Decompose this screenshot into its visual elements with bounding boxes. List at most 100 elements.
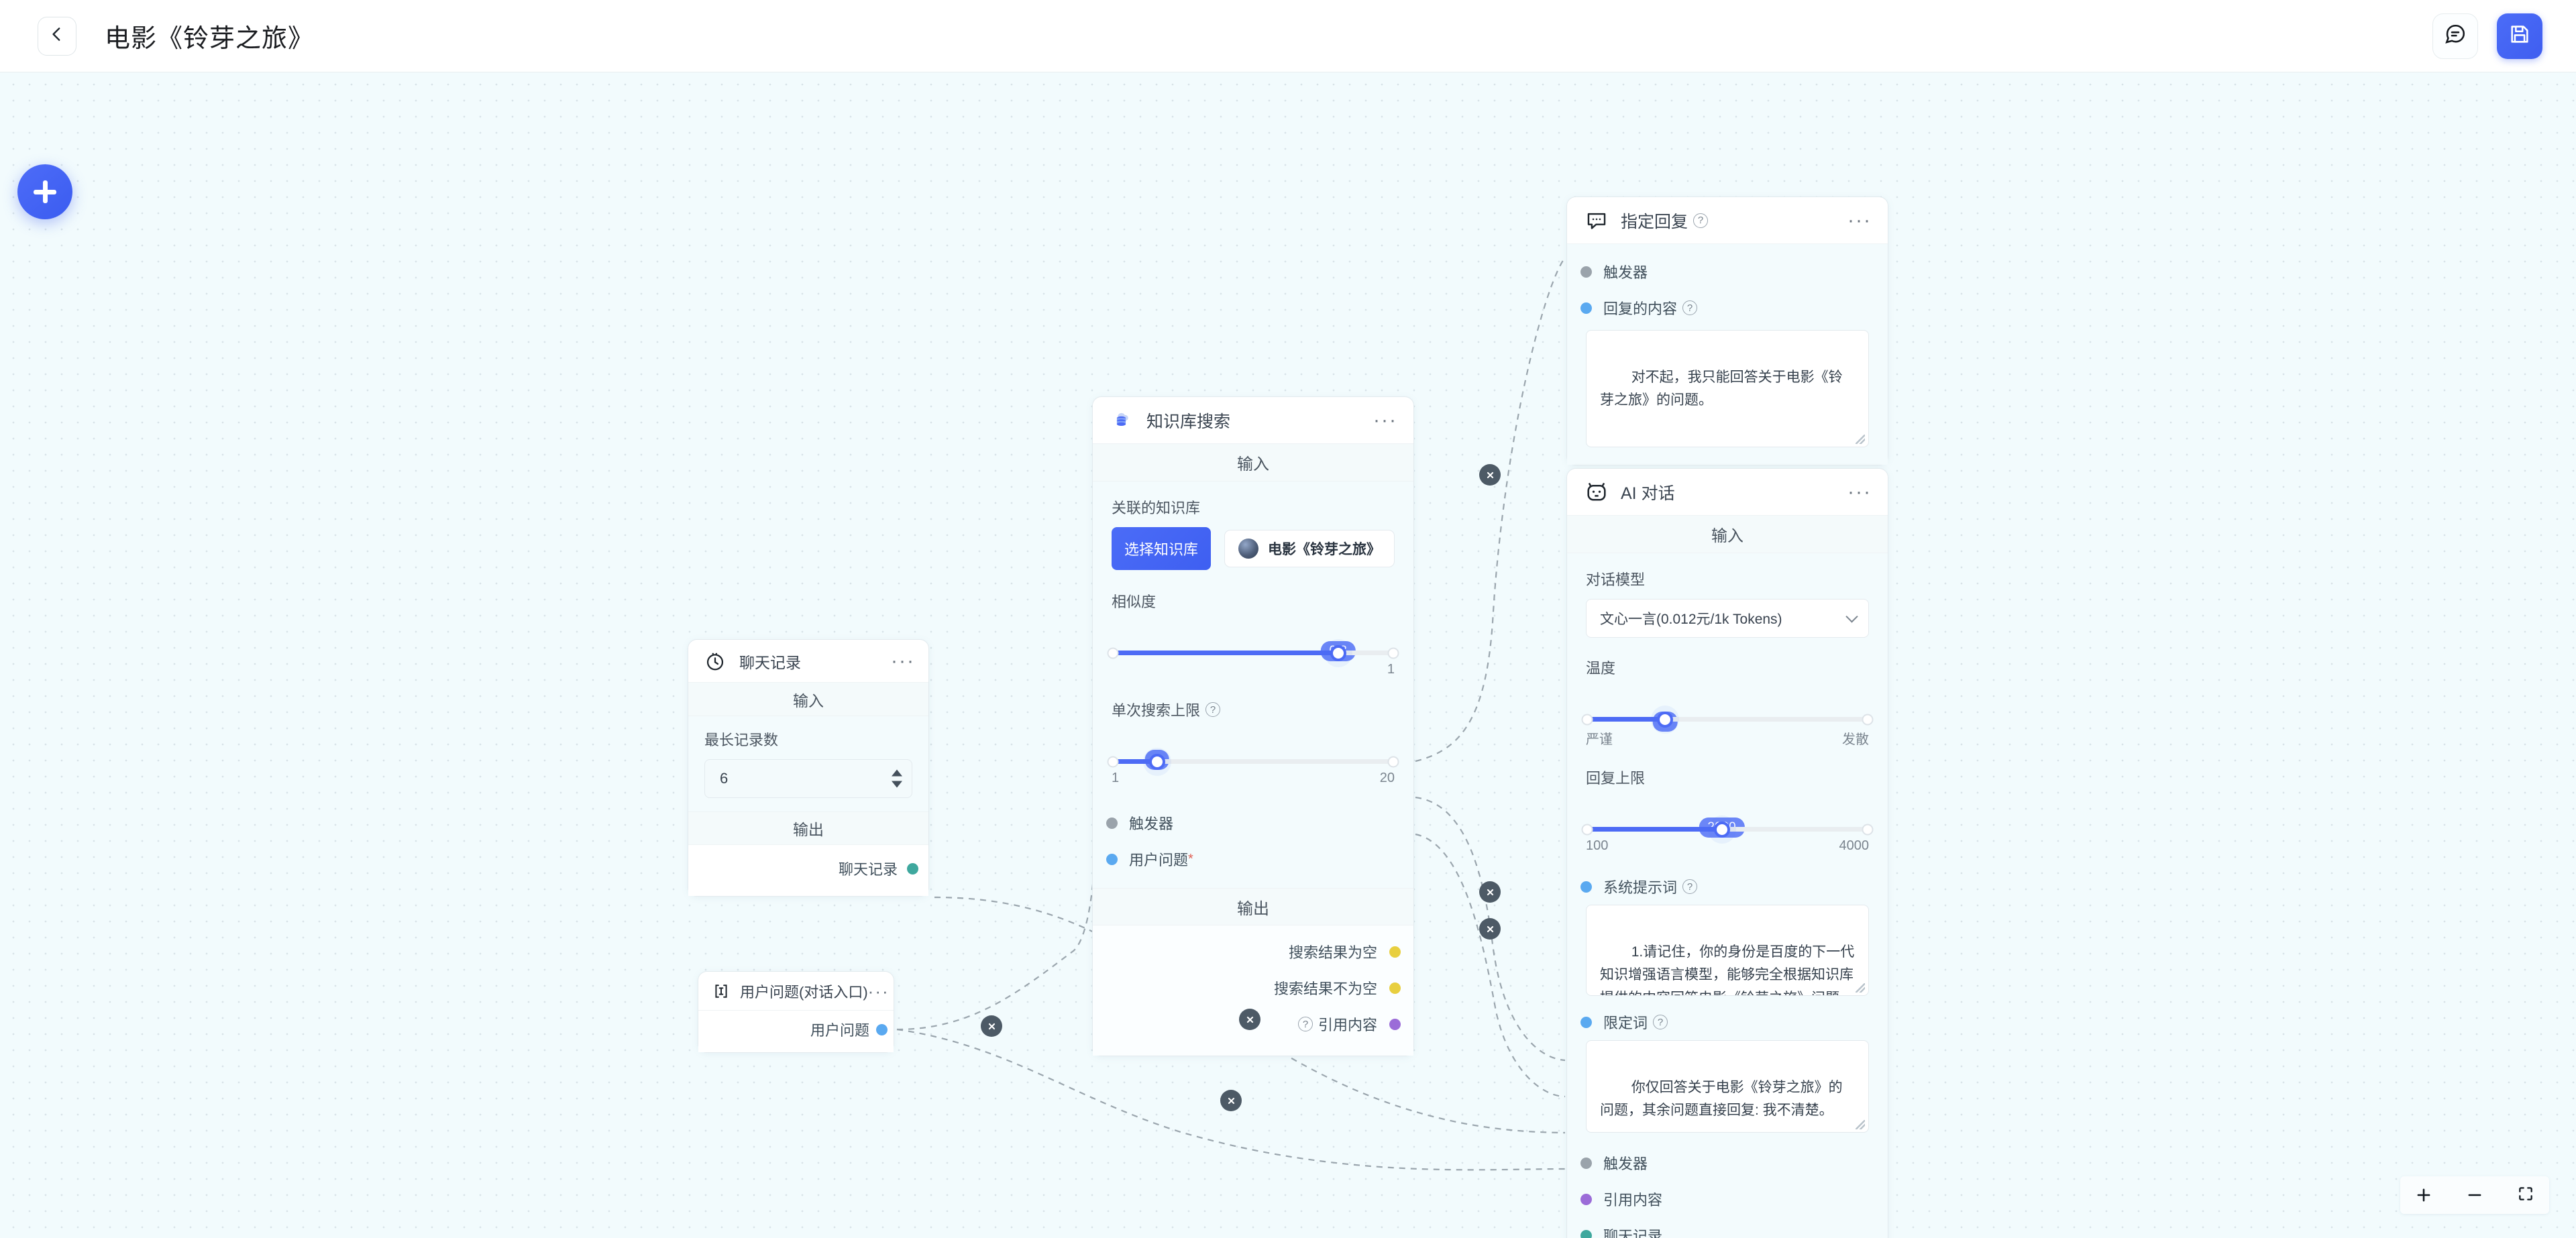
temperature-slider[interactable]: 3 严谨 发散	[1581, 687, 1874, 752]
input-port-trigger[interactable]	[1580, 1157, 1592, 1169]
slider-handle[interactable]	[1148, 753, 1165, 770]
zoom-in-button[interactable]	[2408, 1180, 2439, 1211]
port-row-chat-history[interactable]: 聊天记录	[704, 850, 918, 887]
select-knowledge-base-button[interactable]: 选择知识库	[1112, 527, 1211, 570]
output-port-quoted-content[interactable]	[1389, 1018, 1401, 1030]
knowledge-base-tag[interactable]: 电影《铃芽之旅》	[1224, 530, 1395, 567]
workflow-canvas[interactable]: 指定回复 ? ··· 触发器 回复的内容 ? 对不起，我只能回答关于电影《铃芽之…	[0, 72, 2576, 1238]
help-icon[interactable]: ?	[1682, 879, 1698, 894]
slider-max-label: 发散	[1842, 732, 1869, 747]
node-header[interactable]: 指定回复 ? ···	[1567, 197, 1888, 244]
model-select[interactable]: 文心一言(0.012元/1k Tokens)	[1586, 599, 1869, 638]
port-row-trigger[interactable]: 触发器	[1580, 254, 1869, 290]
node-menu-button[interactable]: ···	[1847, 480, 1872, 503]
slider-track[interactable]	[1107, 644, 1399, 661]
port-row-trigger[interactable]: 触发器	[1106, 805, 1395, 841]
kb-selection-row: 选择知识库 电影《铃芽之旅》	[1112, 527, 1395, 570]
reply-content-textarea[interactable]: 对不起，我只能回答关于电影《铃芽之旅》的问题。	[1586, 330, 1869, 447]
slider-max-label: 20	[1379, 771, 1395, 785]
output-port-empty-result[interactable]	[1389, 946, 1401, 958]
node-header[interactable]: 用户问题(对话入口) ···	[698, 972, 894, 1011]
system-prompt-textarea[interactable]: 1.请记住，你的身份是百度的下一代知识增强语言模型，能够完全根据知识库提供的内容…	[1586, 905, 1869, 996]
edge-delete-button[interactable]	[1239, 1009, 1260, 1030]
limit-word-textarea[interactable]: 你仅回答关于电影《铃芽之旅》的问题，其余问题直接回复: 我不清楚。	[1586, 1040, 1869, 1133]
save-button[interactable]	[2497, 13, 2542, 59]
slider-track[interactable]	[1581, 711, 1874, 728]
resize-handle[interactable]	[1856, 983, 1865, 993]
resize-handle[interactable]	[1856, 1120, 1865, 1129]
node-title: 聊天记录	[739, 653, 801, 671]
node-specified-reply[interactable]: 指定回复 ? ··· 触发器 回复的内容 ? 对不起，我只能回答关于电影《铃芽之…	[1566, 196, 1888, 465]
slider-track[interactable]	[1107, 753, 1399, 770]
edge-delete-button[interactable]	[1479, 464, 1501, 486]
input-port-chat-history[interactable]	[1580, 1229, 1592, 1238]
limit-word-value: 你仅回答关于电影《铃芽之旅》的问题，其余问题直接回复: 我不清楚。	[1600, 1079, 1843, 1119]
input-port-system-prompt[interactable]	[1580, 881, 1592, 893]
node-chat-history[interactable]: 聊天记录 ··· 输入 最长记录数 6 输出 聊天记录	[688, 639, 929, 897]
number-stepper[interactable]	[892, 769, 902, 788]
node-menu-button[interactable]: ···	[1847, 209, 1872, 231]
port-row-empty-result[interactable]: 搜索结果为空	[1112, 934, 1401, 970]
node-menu-button[interactable]: ···	[891, 649, 915, 672]
add-node-button[interactable]	[17, 164, 72, 219]
slider-scale: 100 4000	[1586, 838, 1869, 854]
port-row-nonempty-result[interactable]: 搜索结果不为空	[1112, 970, 1401, 1006]
maxrecords-input[interactable]: 6	[704, 759, 912, 798]
port-row-reply-content[interactable]: 回复的内容 ?	[1580, 290, 1869, 326]
slider-max-dot	[1862, 824, 1874, 835]
help-icon[interactable]: ?	[1653, 1015, 1668, 1029]
back-button[interactable]	[38, 16, 76, 56]
topk-slider[interactable]: 4 1 20	[1107, 730, 1399, 790]
help-icon[interactable]: ?	[1205, 702, 1221, 717]
maxtokens-slider[interactable]: 2000 100 4000	[1581, 797, 1874, 858]
slider-handle[interactable]	[1713, 821, 1730, 838]
port-row-user-question[interactable]: 用户问题	[710, 1013, 888, 1046]
node-ai-chat[interactable]: AI 对话 ··· 输入 对话模型 文心一言(0.012元/1k Tokens)…	[1566, 468, 1888, 1238]
slider-handle[interactable]	[1657, 711, 1674, 728]
port-row-limit-word[interactable]: 限定词 ?	[1580, 1004, 1869, 1040]
node-header[interactable]: 知识库搜索 ···	[1093, 397, 1413, 444]
output-port-chat-history[interactable]	[906, 862, 918, 875]
node-header[interactable]: AI 对话 ···	[1567, 469, 1888, 516]
port-row-quoted-content[interactable]: 引用内容	[1580, 1181, 1869, 1217]
port-label: 触发器	[1129, 815, 1174, 832]
output-port-nonempty-result[interactable]	[1389, 982, 1401, 994]
help-icon[interactable]: ?	[1297, 1017, 1313, 1031]
edge-delete-button[interactable]	[1220, 1090, 1242, 1111]
edge-delete-button[interactable]	[1479, 881, 1501, 903]
slider-track[interactable]	[1581, 821, 1874, 838]
output-port-user-question[interactable]	[875, 1023, 888, 1035]
input-port-trigger[interactable]	[1580, 266, 1592, 278]
maxtokens-label: 回复上限	[1586, 770, 1646, 787]
input-port-limit-word[interactable]	[1580, 1016, 1592, 1028]
slider-handle[interactable]	[1330, 644, 1346, 661]
port-row-system-prompt[interactable]: 系统提示词 ?	[1580, 868, 1869, 905]
port-row-trigger[interactable]: 触发器	[1580, 1145, 1869, 1181]
comment-button[interactable]	[2432, 13, 2478, 59]
port-row-user-question[interactable]: 用户问题*	[1106, 841, 1395, 877]
port-label: 触发器	[1603, 1156, 1648, 1172]
help-icon[interactable]: ?	[1693, 213, 1709, 228]
port-row-chat-history[interactable]: 聊天记录	[1580, 1217, 1869, 1238]
node-user-question[interactable]: 用户问题(对话入口) ··· 用户问题	[698, 971, 894, 1053]
node-menu-button[interactable]: ···	[867, 980, 890, 1001]
input-port-reply-content[interactable]	[1580, 302, 1592, 314]
similarity-slider[interactable]: 0.8 1	[1107, 621, 1399, 681]
stepper-down-icon[interactable]	[892, 781, 902, 788]
edge-delete-button[interactable]	[1479, 918, 1501, 940]
input-port-user-question[interactable]	[1106, 853, 1118, 865]
edge-delete-button[interactable]	[981, 1015, 1002, 1037]
node-menu-button[interactable]: ···	[1373, 408, 1397, 431]
node-header[interactable]: 聊天记录 ···	[688, 640, 928, 683]
zoom-out-button[interactable]	[2459, 1180, 2490, 1211]
port-label: 聊天记录	[838, 861, 898, 878]
node-kb-search[interactable]: 知识库搜索 ··· 输入 关联的知识库 选择知识库 电影《铃芽之旅》 相似度 0…	[1092, 396, 1414, 1056]
input-port-quoted-content[interactable]	[1580, 1193, 1592, 1205]
model-label: 对话模型	[1586, 571, 1646, 588]
help-icon[interactable]: ?	[1682, 300, 1698, 315]
fit-screen-button[interactable]	[2510, 1180, 2541, 1211]
topk-label-text: 单次搜索上限	[1112, 702, 1201, 719]
resize-handle[interactable]	[1856, 435, 1865, 444]
stepper-up-icon[interactable]	[892, 769, 902, 777]
input-port-trigger[interactable]	[1106, 817, 1118, 829]
